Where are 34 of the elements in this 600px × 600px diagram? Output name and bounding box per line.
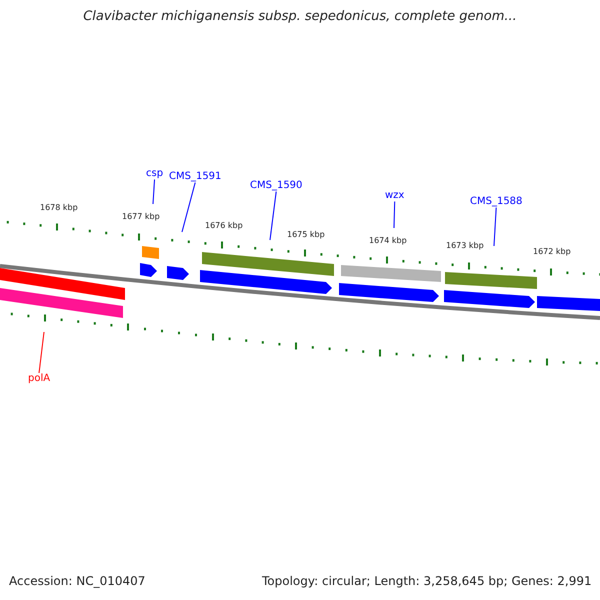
- scale-label: 1676 kbp: [205, 221, 243, 230]
- leader-line: [38, 332, 44, 374]
- leader-line: [270, 191, 277, 240]
- gene-bar: [0, 288, 123, 318]
- gene-bar: [445, 272, 537, 289]
- gene-label: polA: [28, 373, 50, 384]
- gene-feature: [200, 270, 332, 294]
- gene-bar: [341, 265, 441, 282]
- gene-feature: [140, 263, 157, 277]
- scale-label: 1677 kbp: [122, 212, 160, 222]
- gene-label: CMS_1588: [470, 196, 522, 208]
- gene-bar: [202, 252, 334, 276]
- gene-bar: [0, 268, 125, 300]
- scale-label: 1675 kbp: [287, 230, 325, 240]
- gene-bar: [142, 246, 159, 259]
- gene-feature: [167, 266, 189, 280]
- gene-label: csp: [146, 168, 164, 180]
- gene-label: CMS_1591: [169, 171, 222, 182]
- leader-line: [152, 179, 156, 204]
- gene-label: wzx: [385, 190, 404, 202]
- scale-label: 1672 kbp: [533, 247, 571, 256]
- gene-label: CMS_1590: [250, 180, 302, 192]
- footer-text: Topology: circular; Length: 3,258,645 bp; Genes: 2,991: [262, 575, 592, 589]
- gene-feature: [339, 283, 439, 302]
- scale-label: 1674 kbp: [369, 236, 407, 246]
- footer-text: Accession: NC_010407: [9, 575, 146, 589]
- gene-bar: [537, 296, 600, 311]
- scale-label: 1678 kbp: [40, 203, 78, 212]
- scale-label: 1673 kbp: [446, 241, 484, 250]
- gene-feature: [444, 290, 535, 308]
- leader-line: [394, 201, 396, 228]
- leader-line: [494, 207, 497, 246]
- diagram-title: Clavibacter michiganensis subsp. sepedonicus, complete genom...: [82, 10, 518, 25]
- leader-line: [182, 182, 196, 232]
